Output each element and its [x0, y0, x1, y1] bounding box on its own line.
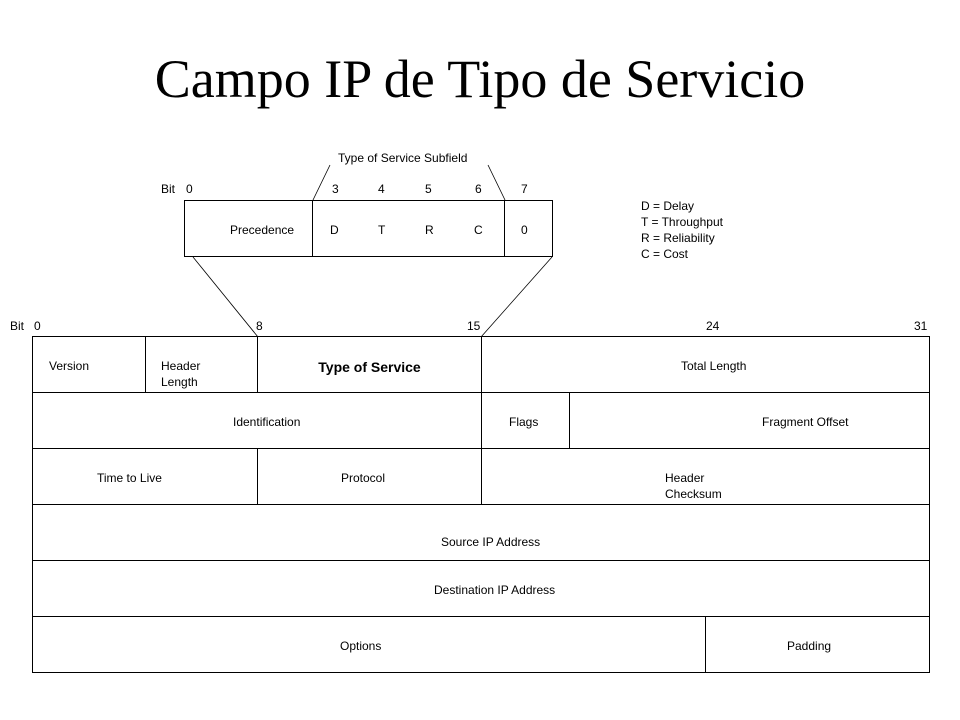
subfield-bit-6: 6	[475, 182, 482, 196]
flag-d: D	[330, 223, 339, 237]
field-ttl-label: Time to Live	[97, 471, 162, 485]
connector-line-right	[480, 256, 553, 338]
header-bit-0: 0	[34, 319, 41, 333]
unused-bit: 0	[521, 223, 528, 237]
subfield-divider-right	[504, 200, 505, 257]
header-bit-label: Bit	[10, 319, 25, 333]
subfield-bit-7: 7	[521, 182, 528, 196]
field-options-label: Options	[340, 639, 382, 653]
caption-line-left	[312, 164, 331, 201]
legend-delay: D = Delay	[641, 199, 695, 213]
field-fragment-offset-label: Fragment Offset	[762, 415, 849, 429]
field-padding	[705, 616, 930, 673]
caption-line-right	[487, 164, 506, 201]
field-fragment-offset	[569, 392, 930, 449]
field-header-checksum-line2: Checksum	[665, 487, 722, 501]
subfield-divider-left	[312, 200, 313, 257]
flag-t: T	[378, 223, 386, 237]
subfield-bit-0: 0	[186, 182, 193, 196]
diagram-title: Campo IP de Tipo de Servicio	[154, 49, 806, 109]
legend-reliability: R = Reliability	[641, 231, 715, 245]
subfield-bit-label: Bit	[161, 182, 176, 196]
field-version-label: Version	[49, 359, 90, 373]
field-header-length-line2: Length	[161, 375, 198, 389]
field-identification-label: Identification	[233, 415, 301, 429]
header-bit-8: 8	[256, 319, 263, 333]
subfield-bit-3: 3	[332, 182, 339, 196]
field-padding-label: Padding	[787, 639, 832, 653]
flag-r: R	[425, 223, 434, 237]
field-header-length-line1: Header	[161, 359, 201, 373]
field-source-ip	[32, 504, 930, 561]
connector-line-left	[192, 256, 259, 338]
legend-cost: C = Cost	[641, 247, 689, 261]
field-flags-label: Flags	[509, 415, 539, 429]
field-destination-ip-label: Destination IP Address	[434, 583, 556, 597]
legend-throughput: T = Throughput	[641, 215, 723, 229]
precedence-label: Precedence	[230, 223, 295, 237]
field-type-of-service-label: Type of Service	[318, 359, 421, 375]
subfield-caption: Type of Service Subfield	[338, 151, 468, 165]
subfield-box	[184, 200, 553, 257]
flag-c: C	[474, 223, 483, 237]
header-bit-15: 15	[467, 319, 481, 333]
field-total-length-label: Total Length	[681, 359, 747, 373]
header-bit-31: 31	[914, 319, 928, 333]
field-source-ip-label: Source IP Address	[441, 535, 541, 549]
field-header-checksum-line1: Header	[665, 471, 705, 485]
field-protocol-label: Protocol	[341, 471, 386, 485]
header-bit-24: 24	[706, 319, 720, 333]
subfield-bit-4: 4	[378, 182, 385, 196]
subfield-bit-5: 5	[425, 182, 432, 196]
